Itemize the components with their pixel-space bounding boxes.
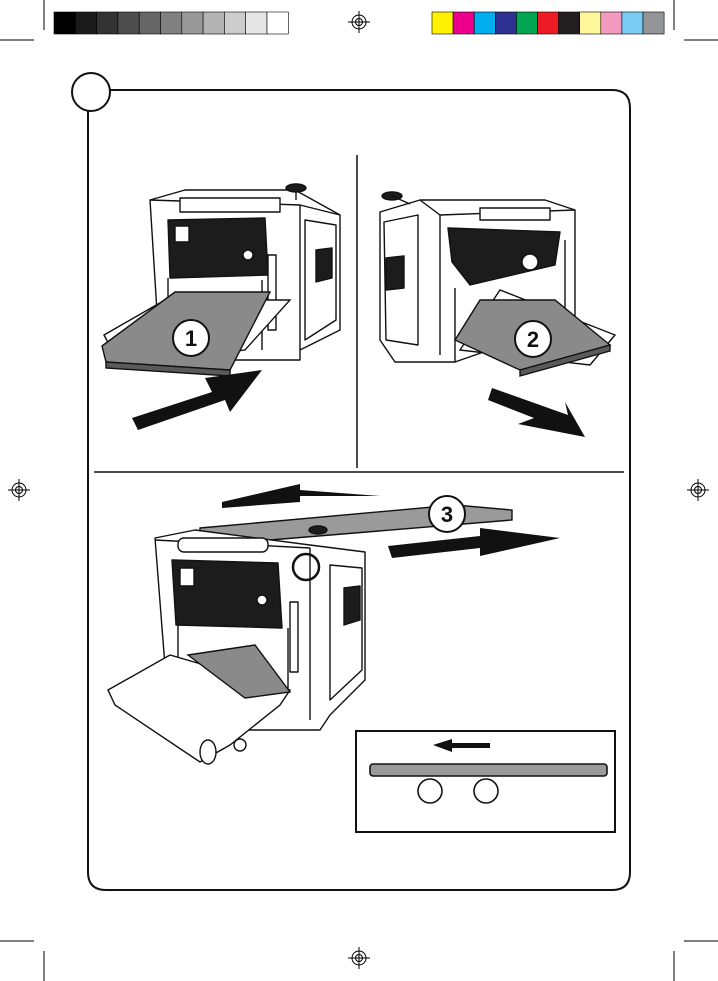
- color-swatch: [139, 12, 160, 34]
- color-swatch: [622, 12, 643, 34]
- step1-number: 1: [185, 326, 197, 351]
- color-swatch: [182, 12, 203, 34]
- color-swatch: [75, 12, 96, 34]
- color-swatch: [161, 12, 182, 34]
- color-swatch: [601, 12, 622, 34]
- step3-badge: 3: [429, 496, 465, 532]
- color-swatch: [516, 12, 537, 34]
- color-swatch: [495, 12, 516, 34]
- color-swatch: [580, 12, 601, 34]
- color-swatch: [203, 12, 224, 34]
- step1-feed-arrow: [132, 370, 262, 430]
- color-swatch: [97, 12, 118, 34]
- color-swatch: [643, 12, 664, 34]
- color-swatch: [559, 12, 580, 34]
- registration-mark-top: [348, 11, 370, 33]
- color-swatch: [118, 12, 139, 34]
- color-swatch: [474, 12, 495, 34]
- inset-roller-left: [418, 779, 442, 803]
- step3-infeed-table: [108, 645, 290, 764]
- registration-mark-left: [8, 479, 30, 501]
- color-swatch: [54, 12, 75, 34]
- color-swatch: [538, 12, 559, 34]
- registration-mark-bottom: [348, 947, 370, 969]
- step2-badge: 2: [515, 321, 551, 357]
- cmyk-color-bar: [432, 12, 664, 34]
- inset-workpiece-board: [370, 764, 607, 776]
- inset-roller-right: [474, 779, 498, 803]
- figure-label-circle: [72, 73, 110, 111]
- step3-return-arrow-top: [222, 484, 380, 508]
- step3-return-arrow-right: [388, 528, 560, 558]
- color-swatch: [267, 12, 288, 34]
- color-swatch: [246, 12, 267, 34]
- grayscale-color-bar: [54, 12, 288, 34]
- step2-number: 2: [527, 327, 539, 352]
- color-swatch: [453, 12, 474, 34]
- registration-mark-right: [687, 479, 709, 501]
- color-swatch: [224, 12, 245, 34]
- step2-feed-arrow: [488, 388, 585, 437]
- step1-badge: 1: [173, 320, 209, 356]
- color-swatch: [432, 12, 453, 34]
- detail-inset-box: [356, 731, 615, 832]
- step3-number: 3: [441, 502, 453, 527]
